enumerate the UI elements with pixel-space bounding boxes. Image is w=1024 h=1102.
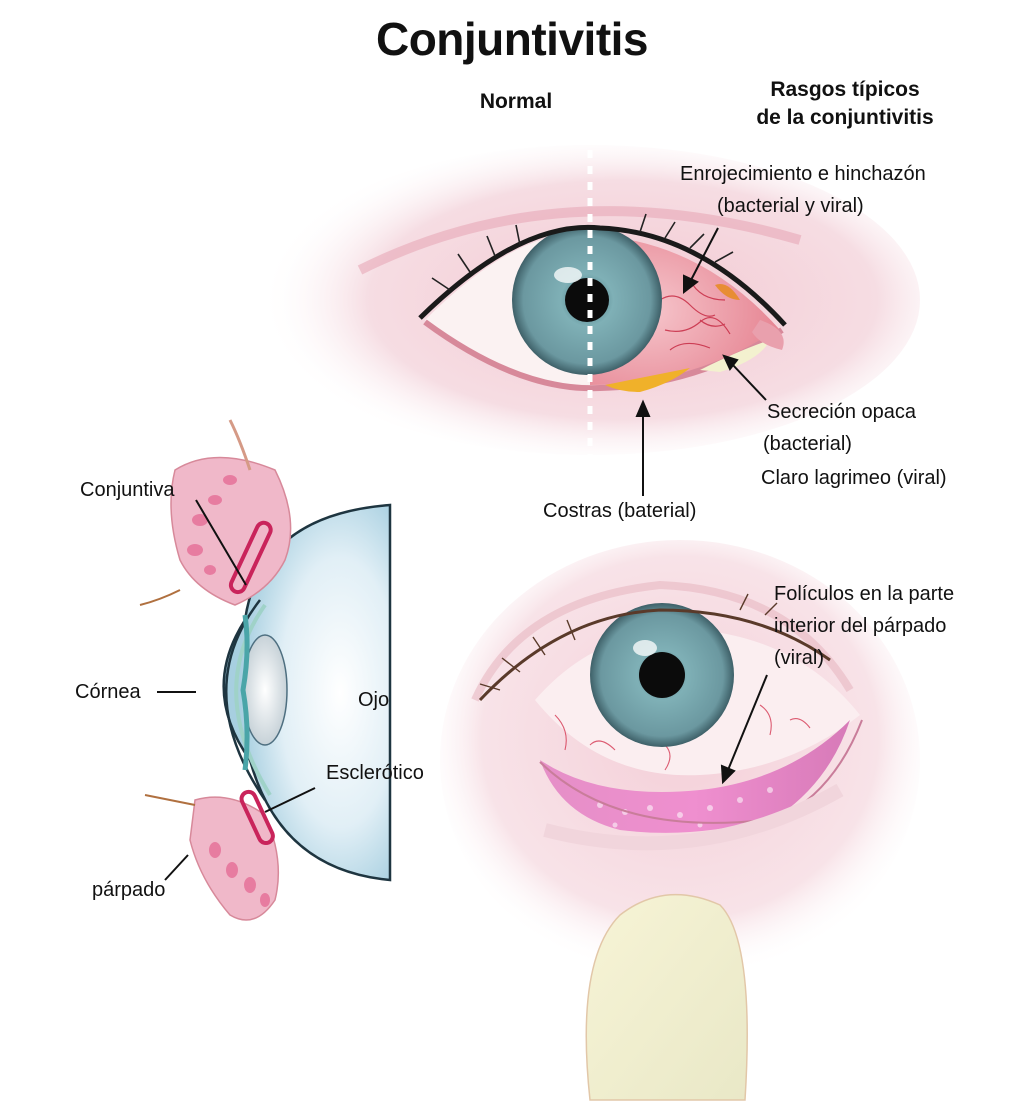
label-follicles-line3: (viral) [774, 647, 824, 669]
header-typical-line2: de la conjuntivitis [756, 106, 934, 129]
cross-section-leaders [157, 499, 316, 881]
label-conjunctiva: Conjuntiva [80, 479, 175, 501]
label-follicles-line1: Folículos en la parte [774, 583, 955, 605]
bottom-eye [440, 540, 920, 1101]
label-discharge-cause: (bacterial) [763, 433, 852, 455]
label-follicles-line2: interior del párpado [774, 615, 947, 637]
label-sclera: Esclerótico [326, 762, 424, 784]
label-eye: Ojo [358, 689, 390, 711]
top-eye-pointers [635, 227, 767, 496]
page-title: Conjuntivitis [375, 13, 649, 65]
label-redness-cause: (bacterial y viral) [717, 195, 864, 217]
label-discharge: Secreción opaca [767, 401, 916, 423]
label-redness-swelling: Enrojecimiento e hinchazón [680, 163, 926, 185]
header-typical-line1: Rasgos típicos [770, 78, 920, 101]
header-normal: Normal [479, 90, 553, 113]
top-eye [260, 145, 920, 475]
label-eyelid: párpado [92, 879, 166, 901]
label-crusts: Costras (baterial) [543, 500, 697, 522]
label-tearing: Claro lagrimeo (viral) [761, 467, 947, 489]
bottom-eye-pointer [720, 674, 768, 785]
label-cornea: Córnea [75, 681, 141, 703]
eye-cross-section [139, 419, 392, 921]
header-typical-features: Rasgos típicos de la conjuntivitis [725, 76, 965, 132]
